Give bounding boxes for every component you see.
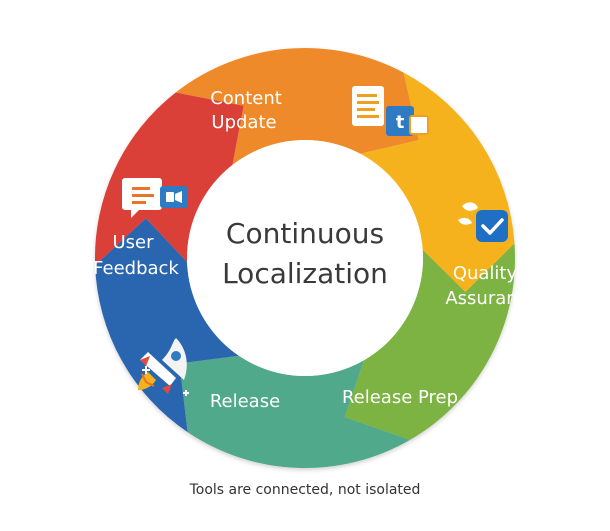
stage-segment-user-feedback [94, 92, 244, 266]
stage-segment-release-prep [179, 355, 410, 469]
stage-label-assurance: Assurance [445, 288, 538, 309]
stage-label-release: Release [210, 391, 280, 412]
stage-label-update: Update [211, 112, 276, 133]
stage-label-user: User [112, 232, 154, 253]
stage-label-feedback: Feedback [93, 258, 179, 279]
svg-text:t: t [396, 112, 405, 133]
center-title-line2: Localization [222, 257, 388, 290]
center-circle [187, 140, 423, 376]
chat-feedback-icon [122, 178, 188, 218]
stage-segment-release [95, 218, 239, 433]
stage-label-quality: Quality [453, 263, 518, 284]
stage-label-content: Content [210, 88, 282, 109]
stage-segment-quality-assurance [344, 243, 516, 440]
rocket-icon [138, 338, 189, 396]
stage-segment-translation [360, 72, 515, 293]
center-title-line1: Continuous [226, 217, 384, 250]
stage-label-release-prep: Release Prep [342, 387, 458, 408]
stage-segment-content-update [175, 47, 419, 165]
translation-docs-icon: t [352, 86, 429, 136]
qa-check-icon [458, 202, 508, 242]
diagram-caption: Tools are connected, not isolated [189, 482, 421, 498]
